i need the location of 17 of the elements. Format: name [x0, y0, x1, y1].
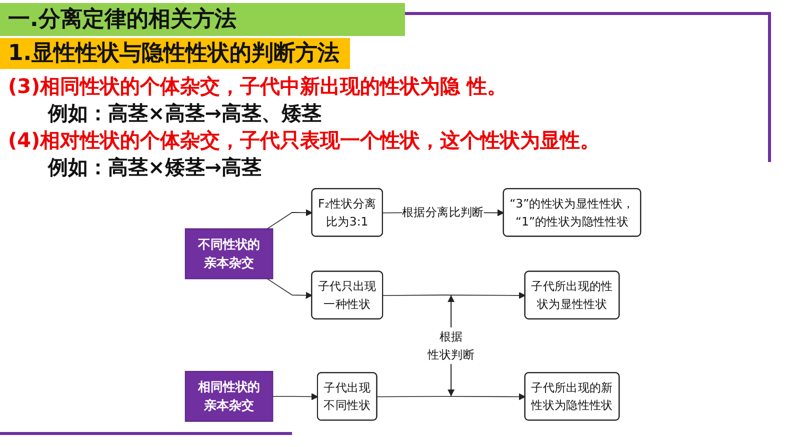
- example-text: 例如：高茎×高茎→高茎、矮茎: [48, 100, 322, 127]
- rule-text: (4)相对性状的个体杂交，子代只表现一个性状，这个性状为显性。: [8, 127, 600, 154]
- rule-text: (3)相同性状的个体杂交，子代中新出现的性状为隐 性。: [8, 73, 508, 100]
- node-box: 相同性状的亲本杂交: [184, 370, 274, 422]
- section-heading: 1.显性性状与隐性性状的判断方法: [0, 38, 350, 69]
- node-box: 不同性状的亲本杂交: [184, 228, 274, 280]
- arrow: [376, 393, 526, 400]
- arrow: [266, 278, 312, 299]
- arrow: [448, 364, 455, 396]
- title: 一.分离定律的相关方法: [0, 3, 405, 36]
- node-text: 根据 性状判断: [428, 330, 474, 362]
- arrow: [272, 393, 318, 400]
- arrow: [448, 295, 455, 328]
- arrow: [266, 209, 312, 230]
- arrow: [382, 292, 526, 299]
- example-text: 例如：高茎×矮茎→高茎: [48, 154, 262, 181]
- edge-label: 根据分离比判断: [402, 205, 484, 220]
